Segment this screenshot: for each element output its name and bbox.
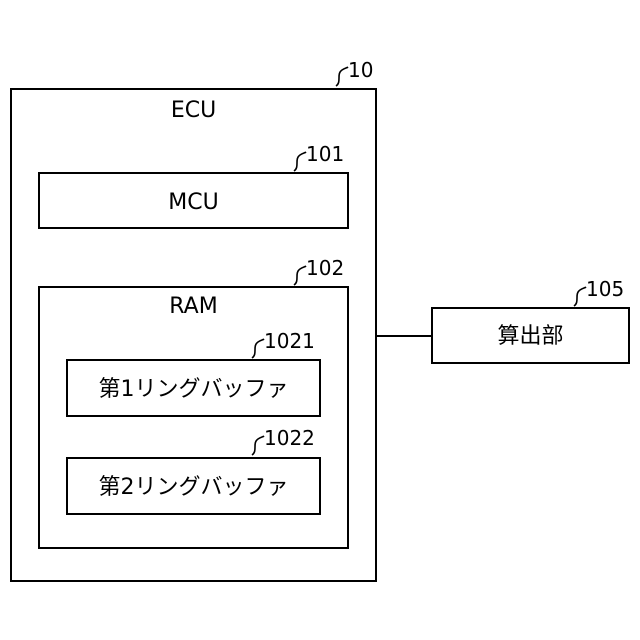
mcu-ref-number: 101 bbox=[306, 144, 344, 164]
ram-ref-number: 102 bbox=[306, 258, 344, 278]
ring-buffer-1-ref-number: 1021 bbox=[264, 331, 315, 351]
ring-buffer-1-box: 第1リングバッファ bbox=[66, 359, 321, 417]
ecu-label: ECU bbox=[12, 100, 375, 122]
calc-unit-label: 算出部 bbox=[433, 326, 628, 348]
ram-label: RAM bbox=[40, 296, 347, 318]
calc-unit-box: 算出部 bbox=[431, 307, 630, 364]
mcu-label: MCU bbox=[40, 192, 347, 214]
calc-unit-ref-number: 105 bbox=[586, 279, 624, 299]
ring-buffer-2-ref-number: 1022 bbox=[264, 428, 315, 448]
ring-buffer-1-label: 第1リングバッファ bbox=[68, 379, 319, 401]
ecu-ref-number: 10 bbox=[348, 60, 373, 80]
ring-buffer-2-box: 第2リングバッファ bbox=[66, 457, 321, 515]
ecu-to-calc-connector bbox=[377, 335, 432, 337]
ring-buffer-2-label: 第2リングバッファ bbox=[68, 477, 319, 499]
mcu-box: MCU bbox=[38, 172, 349, 229]
